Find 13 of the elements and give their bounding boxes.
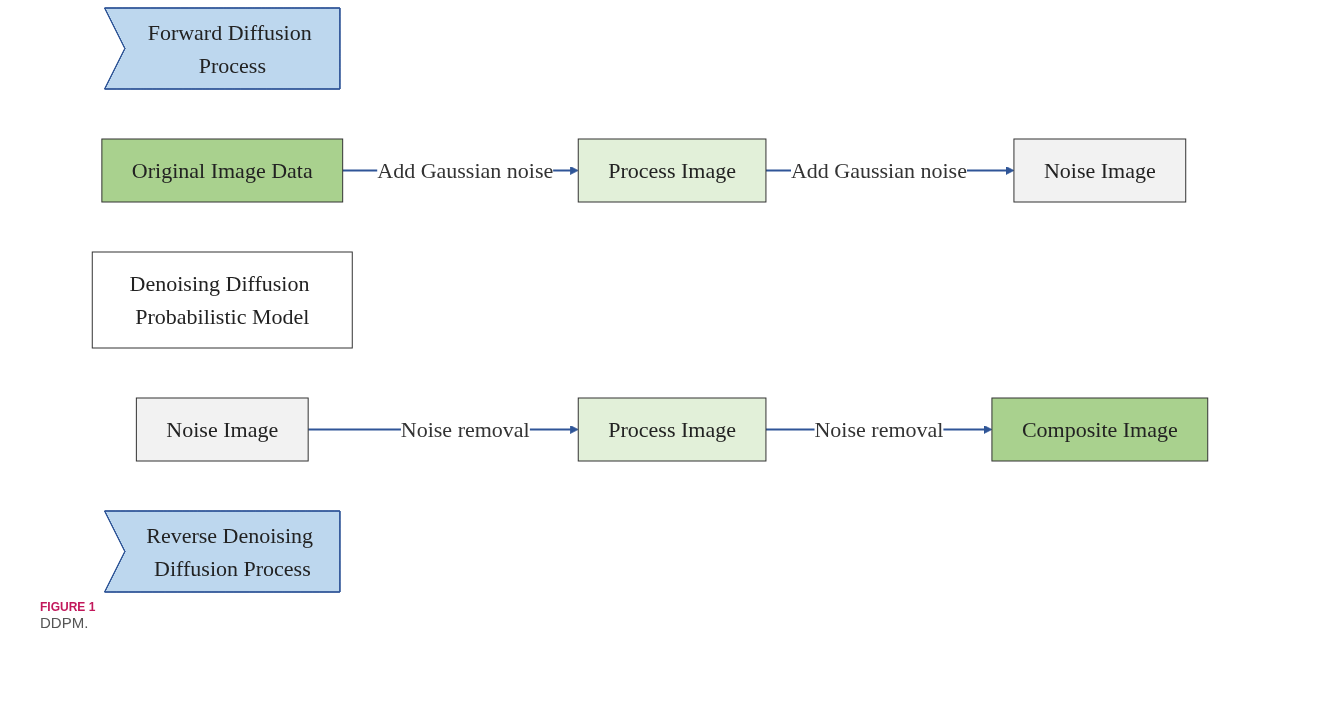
node-box: Noise Image [135, 397, 309, 462]
node-box: Noise Image [1013, 138, 1187, 203]
edge-label: Noise removal [814, 417, 944, 442]
edge-label: Noise removal [400, 417, 530, 442]
caption: DDPM. [40, 614, 90, 631]
node-box: Composite Image [991, 397, 1209, 462]
node-box: Process Image [577, 397, 767, 462]
node-box: Original Image Data [101, 138, 344, 203]
edge-label: Add Gaussian noise [377, 158, 554, 183]
figure-number: FIGURE 1 [40, 600, 97, 614]
node-box: Denoising Diffusion Probabilistic Model [91, 251, 353, 349]
node-box: Process Image [577, 138, 767, 203]
edge-label: Add Gaussian noise [790, 158, 967, 183]
